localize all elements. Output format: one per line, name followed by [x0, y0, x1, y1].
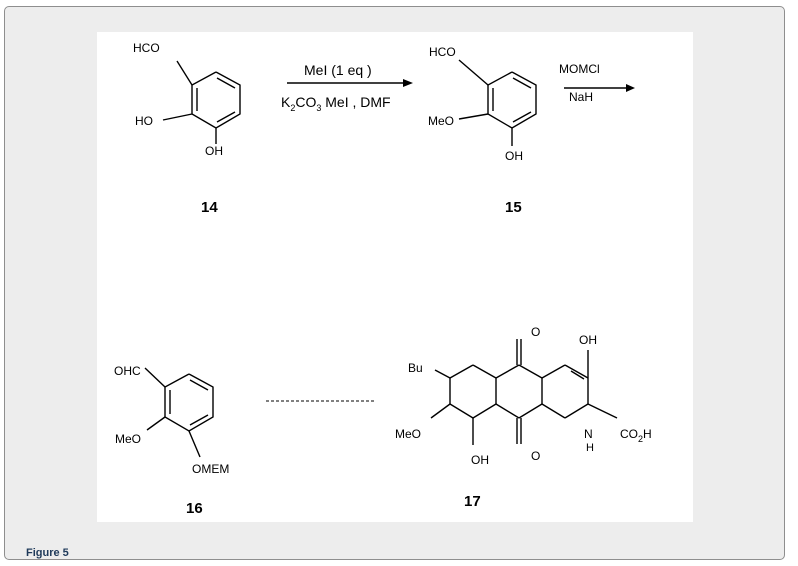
compound-16-omem-label: OMEM [192, 462, 229, 476]
compound-14: HCO HO OH 14 [133, 41, 241, 216]
compound-15-number: 15 [505, 199, 522, 216]
figure-caption: Figure 5 [26, 547, 69, 559]
compound-17-hydroxy-top-label: OH [579, 333, 597, 347]
compound-15-methoxy-label: MeO [428, 114, 454, 128]
compound-14-hydroxy-label-a: HO [135, 114, 153, 128]
step-2-reagent-above: MOMCl [559, 62, 600, 76]
compound-17-skeleton [430, 339, 618, 445]
compound-14-ring [162, 60, 241, 144]
compound-16-methoxy-label: MeO [115, 432, 141, 446]
compound-17-carbonyl-bottom-label: O [531, 449, 540, 463]
compound-15: HCO MeO OH 15 [428, 45, 537, 216]
reaction-scheme: HCO HO OH 14 MeI (1 eq ) K2CO3 MeI , DMF [114, 41, 652, 517]
compound-17-hydroxy-bottom-label: OH [471, 453, 489, 467]
compound-17-carbonyl-top-label: O [531, 325, 540, 339]
step-1-reagent-above: MeI (1 eq ) [304, 62, 372, 78]
reaction-step-1: MeI (1 eq ) K2CO3 MeI , DMF [281, 62, 413, 113]
compound-17-carboxyl-label: CO2H [620, 427, 652, 444]
compound-16-number: 16 [186, 500, 203, 517]
compound-14-number: 14 [201, 199, 218, 216]
step-1-arrowhead [403, 79, 413, 87]
compound-14-hydroxy-label-b: OH [205, 144, 223, 158]
compound-15-ring [458, 59, 537, 146]
compound-17-nh-hydrogen-label: H [586, 442, 594, 454]
compound-14-formyl-label: HCO [133, 41, 160, 55]
compound-17-number: 17 [464, 493, 481, 510]
compound-16: OHC MeO OMEM 16 [114, 364, 229, 517]
compound-17-methoxy-label: MeO [395, 427, 421, 441]
compound-17-nitrogen-label: N [584, 427, 593, 441]
step-2-arrowhead [626, 84, 635, 92]
reaction-step-2: MOMCl NaH [559, 62, 635, 104]
compound-16-formyl-label: OHC [114, 364, 141, 378]
compound-16-ring [144, 367, 214, 458]
step-2-reagent-below: NaH [569, 90, 593, 104]
compound-17-butyl-label: Bu [408, 361, 423, 375]
compound-15-hydroxy-label: OH [505, 149, 523, 163]
compound-17: Bu MeO OH OH O O N H CO2H 17 [395, 325, 652, 510]
step-1-reagent-below: K2CO3 MeI , DMF [281, 94, 391, 113]
scheme-canvas: HCO HO OH 14 MeI (1 eq ) K2CO3 MeI , DMF [97, 32, 693, 522]
compound-15-formyl-label: HCO [429, 45, 456, 59]
